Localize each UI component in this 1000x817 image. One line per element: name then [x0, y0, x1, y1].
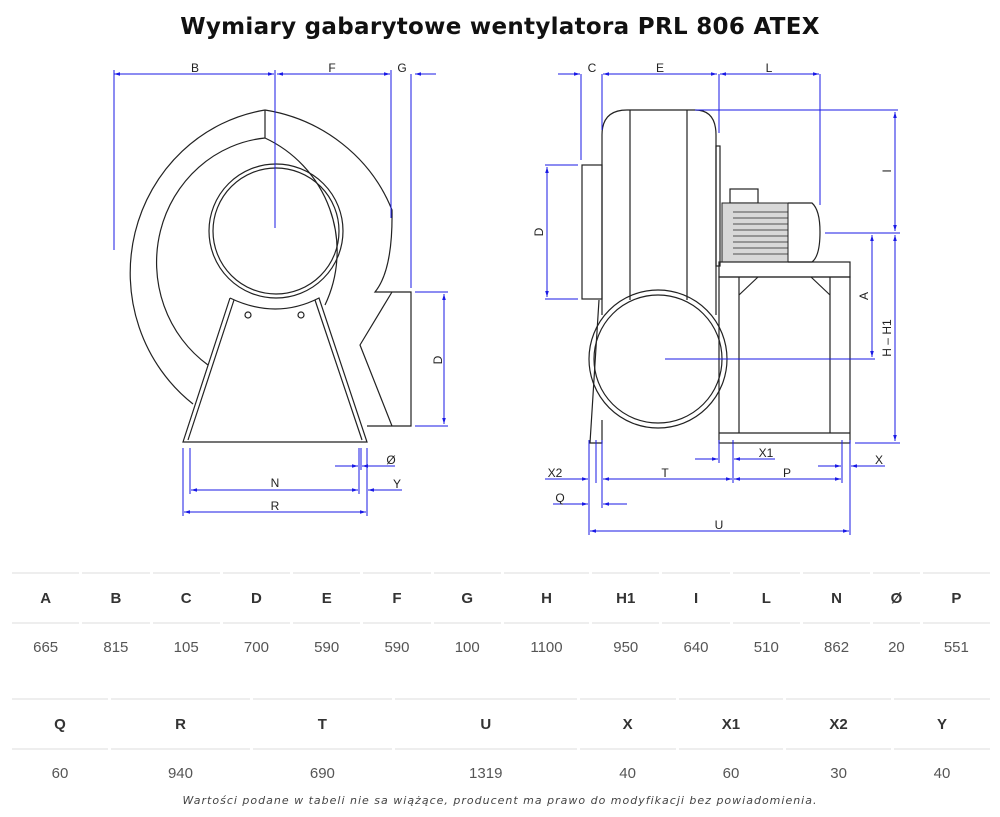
dim-label-y: Y — [393, 477, 401, 491]
table-header: A — [12, 572, 80, 624]
table-header: H — [503, 572, 590, 624]
dim-label-d: D — [431, 355, 445, 364]
dim-label-d-side: D — [532, 227, 546, 236]
table-header: X2 — [786, 698, 891, 750]
table-cell: 40 — [933, 764, 951, 782]
table-cell: 105 — [173, 638, 199, 656]
motor — [721, 188, 821, 263]
table-header: B — [82, 572, 150, 624]
table-header: N — [802, 572, 871, 624]
table-cell: 60 — [722, 764, 740, 782]
page-title: Wymiary gabarytowe wentylatora PRL 806 A… — [180, 14, 820, 40]
table-header: Q — [12, 698, 109, 750]
inlet-box — [581, 164, 603, 300]
table-header: T — [252, 698, 392, 750]
table-header: I — [662, 572, 730, 624]
base-support — [182, 297, 368, 443]
dim-label-e: E — [656, 61, 664, 75]
table-header: U — [394, 698, 577, 750]
table-cell: 1319 — [469, 764, 503, 782]
dim-label-f: F — [328, 61, 335, 75]
motor-platform — [718, 261, 851, 278]
dimensions-table-2: Q R T U X X1 X2 Y 60 940 690 1319 40 60 … — [9, 698, 993, 796]
table-cell: 862 — [824, 638, 850, 656]
table-header: C — [152, 572, 220, 624]
table-header: D — [222, 572, 291, 624]
table-row: 60 940 690 1319 40 60 30 40 — [12, 750, 990, 796]
table-cell: 700 — [243, 638, 269, 656]
table-row: 665 815 105 700 590 590 100 1100 950 640… — [12, 624, 990, 670]
dim-label-n: N — [271, 476, 280, 490]
dim-label-diameter: Ø — [386, 453, 395, 467]
table-cell: 950 — [613, 638, 639, 656]
fan-dimension-drawing: B F G D N R Ø Y — [113, 61, 900, 535]
dim-label-a: A — [857, 292, 871, 300]
table-cell: 590 — [314, 638, 340, 656]
table-cell: 1100 — [530, 638, 563, 656]
table-header: H1 — [592, 572, 660, 624]
table-header-row: A B C D E F G H H1 I L N Ø P — [12, 572, 990, 624]
dim-label-r: R — [271, 499, 280, 513]
dim-label-x: X — [875, 453, 883, 467]
table-cell: 20 — [888, 638, 905, 656]
table-cell: 60 — [51, 764, 69, 782]
table-header: X1 — [678, 698, 784, 750]
table-header-row: Q R T U X X1 X2 Y — [12, 698, 990, 750]
dim-label-t: T — [661, 466, 669, 480]
table-header: Ø — [873, 572, 920, 624]
table-cell: 40 — [619, 764, 636, 782]
dim-label-x1: X1 — [759, 446, 774, 460]
table-header: X — [579, 698, 676, 750]
table-cell: 551 — [943, 638, 969, 656]
table-cell: 510 — [753, 638, 779, 656]
side-view: C E L D I A H – H1 X1 X X2 T P Q U — [532, 61, 900, 535]
dimensions-table-1: A B C D E F G H H1 I L N Ø P 665 815 105… — [9, 572, 993, 670]
table-header: L — [732, 572, 800, 624]
dim-label-x2: X2 — [548, 466, 563, 480]
table-cell: 30 — [830, 764, 847, 782]
table-header: R — [111, 698, 250, 750]
table-cell: 640 — [683, 638, 709, 656]
dim-label-u: U — [715, 518, 724, 532]
dim-label-c: C — [588, 61, 597, 75]
table-cell: 100 — [454, 638, 480, 656]
dim-label-h-h1: H – H1 — [880, 319, 894, 357]
dim-label-i: I — [880, 169, 894, 172]
dim-label-b: B — [191, 61, 199, 75]
table-cell: 940 — [167, 764, 193, 782]
inlet-ring-outer — [208, 163, 344, 299]
inlet-ring-inner — [212, 167, 340, 295]
dim-label-p: P — [783, 466, 791, 480]
table-header: F — [363, 572, 431, 624]
stand-frame — [718, 276, 851, 444]
table-cell: 690 — [309, 764, 335, 782]
dim-label-l: L — [766, 61, 773, 75]
scroll-housing-outer — [264, 109, 412, 427]
table-cell: 665 — [33, 638, 59, 656]
housing-side — [601, 109, 717, 315]
table-header: Y — [893, 698, 990, 750]
table-header: P — [922, 572, 990, 624]
table-cell: 815 — [103, 638, 129, 656]
table-cell: 590 — [384, 638, 410, 656]
dim-label-g: G — [397, 61, 406, 75]
footnote: Wartości podane w tabeli nie sa wiążące,… — [182, 794, 818, 807]
table-header: G — [433, 572, 501, 624]
dim-label-q: Q — [555, 491, 564, 505]
front-view: B F G D N R Ø Y — [113, 61, 448, 516]
table-header: E — [293, 572, 361, 624]
